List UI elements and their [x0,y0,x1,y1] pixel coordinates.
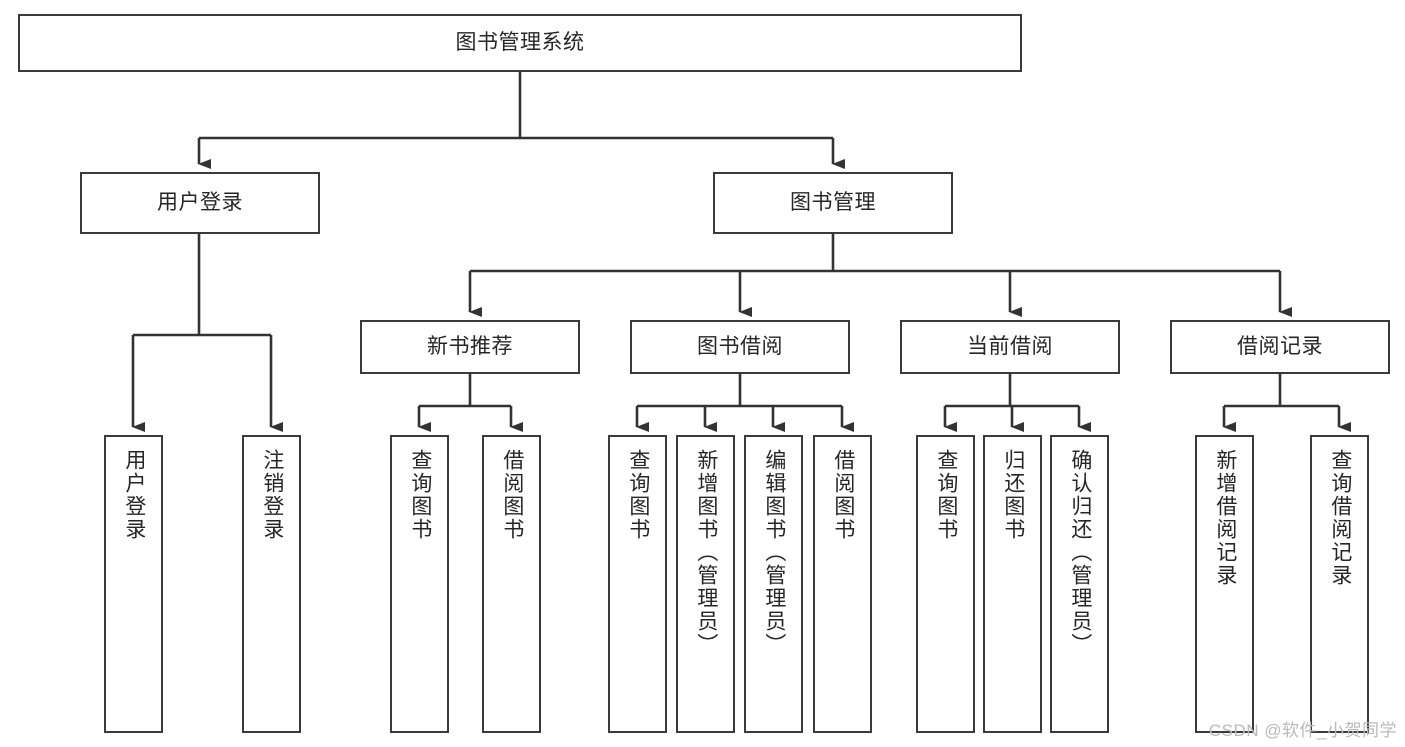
watermark-text: CSDN @软件_小贺同学 [1208,721,1397,740]
leaf-borrowrecord-query-record[interactable]: 查询借阅记录 [1310,435,1369,733]
leaf-bookborrow-add-book-admin[interactable]: 新增图书（管理员） [676,435,735,733]
node-new-book-recommend[interactable]: 新书推荐 [360,320,580,374]
node-user-login[interactable]: 用户登录 [80,172,320,234]
leaf-label: 查询借阅记录 [1328,449,1352,587]
leaf-newbook-borrow-book[interactable]: 借阅图书 [482,435,541,733]
leaf-label: 查询图书 [934,449,958,541]
node-current-borrow[interactable]: 当前借阅 [900,320,1120,374]
leaf-bookborrow-query-book[interactable]: 查询图书 [608,435,667,733]
leaf-label: 查询图书 [626,449,650,541]
leaf-borrowrecord-add-record[interactable]: 新增借阅记录 [1195,435,1254,733]
leaf-label: 查询图书 [408,449,432,541]
node-borrow-record-label: 借阅记录 [1237,335,1323,359]
leaf-currentborrow-query-book[interactable]: 查询图书 [916,435,975,733]
node-book-management[interactable]: 图书管理 [713,172,953,234]
leaf-label: 借阅图书 [500,449,524,541]
node-root-label: 图书管理系统 [455,31,585,55]
leaf-label: 归还图书 [1001,449,1025,541]
leaf-newbook-query-book[interactable]: 查询图书 [390,435,449,733]
leaf-user-login-signin[interactable]: 用户登录 [104,435,163,733]
node-borrow-record[interactable]: 借阅记录 [1170,320,1390,374]
node-current-borrow-label: 当前借阅 [967,335,1053,359]
leaf-label: 新增借阅记录 [1213,449,1237,587]
leaf-bookborrow-borrow-book[interactable]: 借阅图书 [813,435,872,733]
leaf-label: 借阅图书 [831,449,855,541]
node-book-borrow[interactable]: 图书借阅 [630,320,850,374]
leaf-label: 编辑图书（管理员） [762,449,786,656]
leaf-currentborrow-confirm-return-admin[interactable]: 确认归还（管理员） [1050,435,1109,733]
node-root[interactable]: 图书管理系统 [18,14,1022,72]
node-new-book-recommend-label: 新书推荐 [427,335,513,359]
leaf-currentborrow-return-book[interactable]: 归还图书 [983,435,1042,733]
leaf-label: 用户登录 [122,449,146,541]
node-user-login-label: 用户登录 [157,191,243,215]
leaf-label: 注销登录 [260,449,284,541]
leaf-label: 新增图书（管理员） [694,449,718,656]
leaf-label: 确认归还（管理员） [1068,449,1092,656]
leaf-user-login-signout[interactable]: 注销登录 [242,435,301,733]
node-book-borrow-label: 图书借阅 [697,335,783,359]
node-book-management-label: 图书管理 [790,191,876,215]
leaf-bookborrow-edit-book-admin[interactable]: 编辑图书（管理员） [744,435,803,733]
